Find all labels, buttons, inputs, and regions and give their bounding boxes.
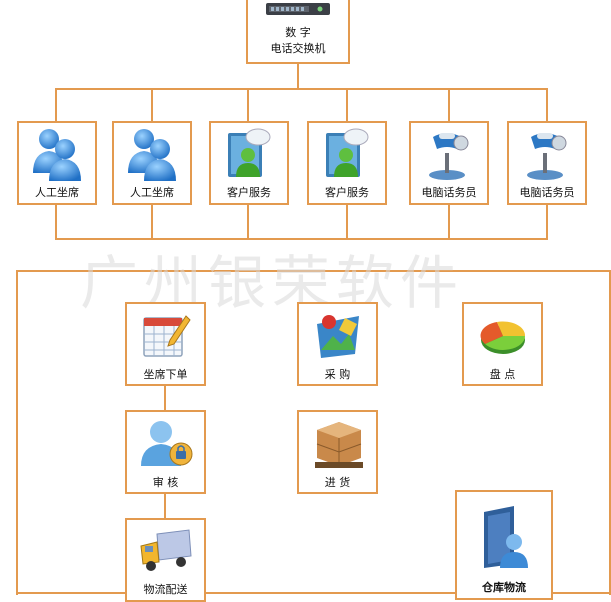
warehouse-user-icon xyxy=(484,506,528,568)
agent-label-1: 人工坐席 xyxy=(35,186,79,199)
desk-phone-icon xyxy=(527,133,567,180)
drop-line-5 xyxy=(448,88,450,122)
drop-line-6 xyxy=(546,88,548,122)
purchase-label: 采 购 xyxy=(324,368,351,381)
logistics-node[interactable]: 物流配送 xyxy=(125,518,206,602)
order-review-line xyxy=(164,385,166,412)
drop-line-2 xyxy=(151,88,153,122)
order-node[interactable]: 坐席下单 xyxy=(125,302,206,386)
agent-label-4: 客户服务 xyxy=(325,186,369,199)
bottom-bus-line xyxy=(55,238,548,240)
agent-node-3[interactable]: 客户服务 xyxy=(209,121,289,205)
calendar-edit-icon xyxy=(142,315,191,357)
agent-label-3: 客户服务 xyxy=(227,186,271,199)
user-group-icon xyxy=(128,129,176,181)
drop-line-3 xyxy=(247,88,249,122)
desk-phone-icon xyxy=(429,133,469,180)
pbx-switch-node[interactable]: 数 字 电话交换机 xyxy=(246,0,350,64)
rise-line-6 xyxy=(546,204,548,240)
user-group-icon xyxy=(33,129,81,181)
purchase-node[interactable]: 采 购 xyxy=(297,302,378,386)
top-bus-line xyxy=(55,88,548,90)
agent-label-2: 人工坐席 xyxy=(130,186,174,199)
rise-line-5 xyxy=(448,204,450,240)
drop-line-1 xyxy=(55,88,57,122)
enclosure-left xyxy=(16,270,18,595)
review-node[interactable]: 审 核 xyxy=(125,410,206,494)
enclosure-right xyxy=(609,270,611,595)
review-logistics-line xyxy=(164,493,166,520)
purchase-shapes-icon xyxy=(316,315,359,358)
stock-in-node[interactable]: 进 货 xyxy=(297,410,378,494)
agent-node-4[interactable]: 客户服务 xyxy=(307,121,387,205)
agent-label-5: 电脑话务员 xyxy=(421,186,477,199)
enclosure-top xyxy=(16,270,611,272)
drop-line-4 xyxy=(346,88,348,122)
agent-node-1[interactable]: 人工坐席 xyxy=(17,121,97,205)
enclosure-bottom xyxy=(16,592,611,594)
customer-service-icon xyxy=(326,128,369,177)
inventory-node[interactable]: 盘 点 xyxy=(462,302,543,386)
warehouse-node[interactable]: 仓库物流 xyxy=(455,490,553,600)
order-label: 坐席下单 xyxy=(143,368,188,381)
pie-chart-icon xyxy=(480,321,525,354)
rise-line-1 xyxy=(55,204,57,240)
customer-service-icon xyxy=(228,128,271,177)
inventory-label: 盘 点 xyxy=(489,368,516,381)
switch-device-icon xyxy=(266,3,330,15)
warehouse-label: 仓库物流 xyxy=(482,581,526,594)
rise-line-2 xyxy=(151,204,153,240)
agent-node-2[interactable]: 人工坐席 xyxy=(112,121,192,205)
stock-in-label: 进 货 xyxy=(324,476,351,489)
switch-label-line1: 数 字 xyxy=(285,26,311,39)
user-lock-icon xyxy=(140,421,192,466)
review-label: 审 核 xyxy=(152,476,179,489)
switch-label-line2: 电话交换机 xyxy=(270,42,326,55)
logistics-label: 物流配送 xyxy=(143,583,188,596)
agent-node-5[interactable]: 电脑话务员 xyxy=(409,121,489,205)
rise-line-4 xyxy=(346,204,348,240)
cargo-pallet-icon xyxy=(314,422,363,468)
delivery-truck-icon xyxy=(139,529,192,571)
agent-label-6: 电脑话务员 xyxy=(519,186,575,199)
switch-drop-line xyxy=(297,62,299,89)
agent-node-6[interactable]: 电脑话务员 xyxy=(507,121,587,205)
rise-line-3 xyxy=(247,204,249,240)
